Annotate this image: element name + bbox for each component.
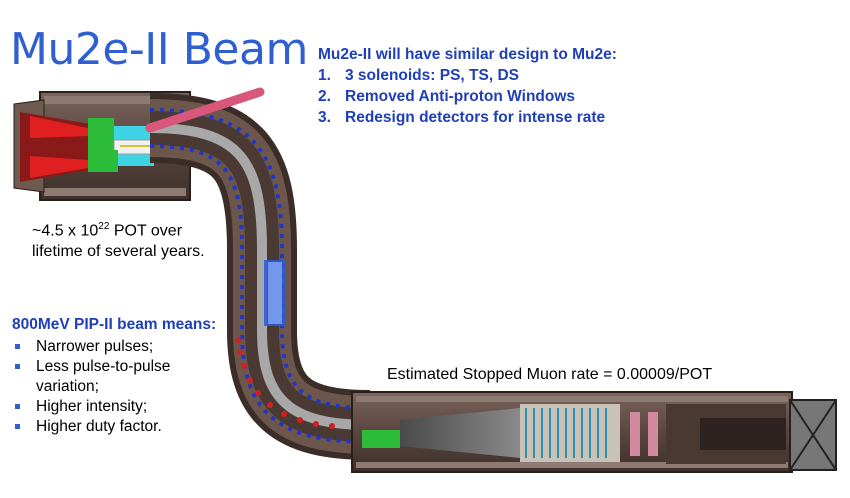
bullet-icon xyxy=(15,364,20,369)
design-list: 1.3 solenoids: PS, TS, DS 2.Removed Anti… xyxy=(318,65,617,128)
pip-list: Narrower pulses; Less pulse-to-pulse var… xyxy=(12,337,216,437)
pip-item: Narrower pulses; xyxy=(12,337,206,357)
design-item: 2.Removed Anti-proton Windows xyxy=(318,88,576,105)
pip-note: 800MeV PIP-II beam means: Narrower pulse… xyxy=(12,316,216,437)
transport-solenoid xyxy=(149,93,371,460)
bullet-icon xyxy=(15,344,20,349)
design-note: Mu2e-II will have similar design to Mu2e… xyxy=(318,44,617,128)
design-heading: Mu2e-II will have similar design to Mu2e… xyxy=(318,46,617,63)
pip-item: Higher duty factor. xyxy=(12,417,206,437)
pip-heading: 800MeV PIP-II beam means: xyxy=(12,316,217,333)
detector-solenoid xyxy=(351,391,837,473)
muon-rate: Estimated Stopped Muon rate = 0.00009/PO… xyxy=(387,366,713,383)
design-item: 3.Redesign detectors for intense rate xyxy=(318,109,606,126)
pot-note: ~4.5 x 1022 POT over lifetime of several… xyxy=(32,221,205,261)
bullet-icon xyxy=(15,404,20,409)
bullet-icon xyxy=(15,424,20,429)
design-item: 1.3 solenoids: PS, TS, DS xyxy=(318,67,519,84)
pip-item: Higher intensity; xyxy=(12,397,206,417)
pip-item: Less pulse-to-pulse variation; xyxy=(12,357,206,397)
page-title: Mu2e-II Beam xyxy=(10,24,308,75)
proton-beam-arrow xyxy=(145,87,265,133)
